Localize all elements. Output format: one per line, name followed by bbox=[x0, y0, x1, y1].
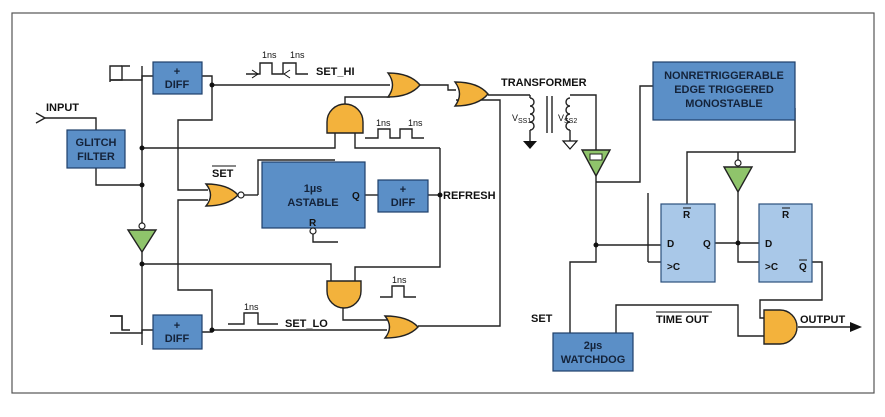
watchdog-label-line1: 2µs bbox=[584, 340, 603, 352]
watchdog-block bbox=[552, 332, 634, 372]
or-gate-icon bbox=[383, 315, 419, 339]
set-lo-label: SET_LO bbox=[285, 318, 328, 330]
ff1-q-pin: Q bbox=[703, 239, 711, 250]
inversion-bubble-icon bbox=[138, 222, 146, 230]
buffer-triangle-icon bbox=[126, 229, 158, 254]
set-hi-label: SET_HI bbox=[316, 66, 355, 78]
glitch-filter-block bbox=[66, 129, 126, 169]
comparator-icon bbox=[589, 153, 603, 161]
flip-flop-2 bbox=[758, 203, 813, 283]
diff-plus-label: + bbox=[174, 66, 180, 78]
or-gate-icon bbox=[386, 72, 421, 98]
monostable-block bbox=[652, 61, 796, 121]
nand-gate-icon bbox=[763, 309, 798, 345]
output-arrow-icon bbox=[850, 322, 862, 332]
refresh-label: REFRESH bbox=[443, 190, 496, 202]
diff-block-refresh bbox=[377, 179, 429, 213]
diff-label: DIFF bbox=[391, 197, 416, 209]
diff-label: DIFF bbox=[165, 333, 190, 345]
ground-icon bbox=[561, 140, 579, 150]
buffer-triangle-icon bbox=[722, 166, 754, 194]
astable-block bbox=[261, 161, 366, 229]
flip-flop-1 bbox=[660, 203, 716, 283]
inversion-bubble-icon bbox=[734, 159, 742, 167]
pulse-waveform-icon bbox=[380, 285, 416, 298]
set-bar-label: SET bbox=[212, 168, 234, 180]
wires bbox=[35, 65, 850, 345]
inversion-bubble-icon bbox=[309, 227, 317, 235]
glitch-filter-label-line2: FILTER bbox=[77, 151, 115, 163]
ground-icon bbox=[523, 141, 537, 149]
astable-r-pin: R bbox=[309, 218, 317, 229]
pulse-width-label: 1ns bbox=[408, 118, 423, 128]
and-gate-icon bbox=[326, 280, 362, 309]
monostable-label-line1: NONRETRIGGERABLE bbox=[664, 70, 784, 82]
pulse-width-label: 1ns bbox=[262, 50, 277, 60]
ff1-rbar-pin: R bbox=[683, 210, 691, 221]
pulse-waveform-icon bbox=[365, 128, 424, 139]
monostable-label-line3: MONOSTABLE bbox=[685, 98, 762, 110]
time-out-label: TIME OUT bbox=[656, 314, 709, 326]
comparator-triangle-icon bbox=[580, 149, 612, 178]
falling-edge-icon bbox=[110, 315, 123, 330]
transformer-coils-icon bbox=[529, 96, 571, 133]
diff-label: DIFF bbox=[165, 79, 190, 91]
diff-block-top bbox=[152, 61, 203, 95]
vss2-label: VSS2 bbox=[558, 113, 577, 125]
ff2-c-pin: >C bbox=[765, 262, 778, 273]
diff-plus-label: + bbox=[174, 320, 180, 332]
junction-dots bbox=[139, 82, 741, 333]
rising-edge-icon bbox=[109, 65, 122, 82]
diff-block-bottom bbox=[152, 314, 203, 350]
pulse-width-label: 1ns bbox=[392, 275, 407, 285]
glitch-filter-label-line1: GLITCH bbox=[76, 137, 117, 149]
pulse-width-label: 1ns bbox=[376, 118, 391, 128]
pulse-waveform-icon bbox=[246, 62, 308, 79]
pulse-waveform-icon bbox=[228, 312, 278, 325]
input-label: INPUT bbox=[46, 102, 79, 114]
watchdog-label-line2: WATCHDOG bbox=[561, 354, 626, 366]
pulse-width-label: 1ns bbox=[290, 50, 305, 60]
set-label: SET bbox=[531, 313, 553, 325]
or-gate-icon bbox=[453, 81, 489, 107]
and-gate-icon bbox=[326, 103, 364, 134]
vss1-label: VSS1 bbox=[512, 113, 531, 125]
diff-plus-label: + bbox=[400, 184, 406, 196]
monostable-label-line2: EDGE TRIGGERED bbox=[674, 84, 774, 96]
astable-label-line2: ASTABLE bbox=[287, 197, 338, 209]
pulse-width-label: 1ns bbox=[244, 302, 259, 312]
output-label: OUTPUT bbox=[800, 314, 846, 326]
ff2-rbar-pin: R bbox=[782, 210, 790, 221]
ff2-qbar-pin: Q bbox=[799, 262, 807, 273]
ff2-d-pin: D bbox=[765, 239, 772, 250]
inversion-bubble-icon bbox=[237, 191, 245, 199]
astable-q-pin: Q bbox=[352, 191, 360, 202]
ff1-c-pin: >C bbox=[667, 262, 680, 273]
ff1-d-pin: D bbox=[667, 239, 674, 250]
transformer-label: TRANSFORMER bbox=[501, 77, 587, 89]
nor-gate-icon bbox=[204, 183, 239, 207]
astable-label-line1: 1µs bbox=[304, 183, 323, 195]
